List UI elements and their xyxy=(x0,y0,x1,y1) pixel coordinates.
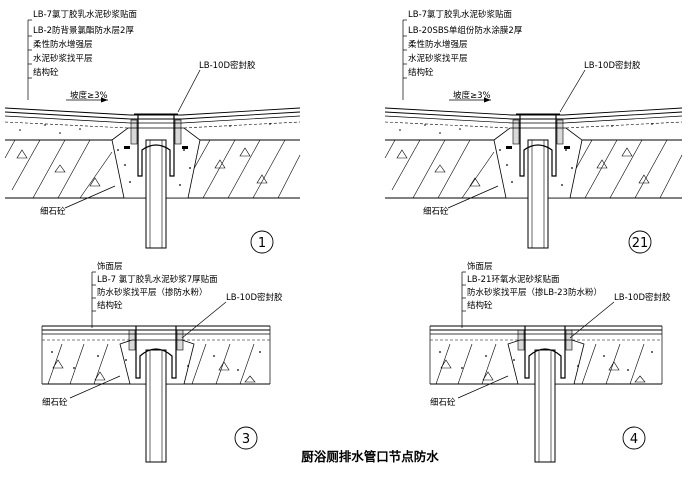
detail-4-fill-leader xyxy=(457,375,509,399)
detail-21-layer-1: LB-7氯丁胶乳水泥砂浆贴面 xyxy=(408,9,513,20)
detail-1-slope-label: 坡度≥3% xyxy=(70,90,108,101)
detail-21-number-circle xyxy=(628,230,652,254)
detail-21-layer-5: 结构砼 xyxy=(408,67,434,78)
detail-21-fill-leader xyxy=(447,185,499,209)
detail-4-layer-1: 饰面层 xyxy=(467,261,493,272)
detail-1-number-circle xyxy=(250,230,274,254)
detail-21-number: 21 xyxy=(632,236,649,251)
detail-21-fill-label: 细石砼 xyxy=(423,206,449,217)
detail-4-fill-label: 细石砼 xyxy=(430,397,456,408)
detail-3-sealant-label: LB-10D密封胶 xyxy=(226,292,283,303)
detail-4-layer-3: 防水砂浆找平层（掺LB-23防水粉） xyxy=(467,287,602,298)
detail-1: LB-7氯丁胶乳水泥砂浆贴面 LB-2防背景氯酯防水层2厚 柔性防水增强层 水泥… xyxy=(4,9,301,254)
detail-4-sealant-label: LB-10D密封胶 xyxy=(614,292,671,303)
detail-3-number-circle xyxy=(234,426,258,450)
detail-1-leader-lines xyxy=(27,19,201,113)
detail-21-sealant-label: LB-10D密封胶 xyxy=(584,60,641,71)
drawing-title: 厨浴厕排水管口节点防水 xyxy=(301,449,439,464)
detail-1-section xyxy=(4,107,301,249)
detail-1-layer-3: 柔性防水增强层 xyxy=(33,39,93,50)
detail-3-layer-3: 防水砂浆找平层（掺防水粉） xyxy=(97,287,208,298)
detail-21-leader-lines xyxy=(402,19,586,113)
detail-4-layer-2: LB-21环氧水泥砂浆贴面 xyxy=(467,274,560,285)
detail-3-fill-leader xyxy=(69,375,121,399)
detail-1-layer-5: 结构砼 xyxy=(33,67,59,78)
detail-1-fill-leader xyxy=(64,185,116,209)
detail-21-section xyxy=(384,107,683,249)
detail-3-section xyxy=(41,325,271,463)
detail-21-layer-3: 柔性防水增强层 xyxy=(408,39,468,50)
detail-3-fill-label: 细石砼 xyxy=(42,397,68,408)
detail-3-leader-lines xyxy=(91,271,227,339)
detail-1-number: 1 xyxy=(258,236,266,251)
detail-21-slope-arrowhead xyxy=(484,97,491,103)
detail-21: LB-7氯丁胶乳水泥砂浆贴面 LB-20SBS单组份防水涂膜2厚 柔性防水增强层… xyxy=(384,9,683,254)
detail-3-layer-2: LB-7 氯丁胶乳水泥砂浆7厚贴面 xyxy=(97,274,218,285)
detail-4: 饰面层 LB-21环氧水泥砂浆贴面 防水砂浆找平层（掺LB-23防水粉） 结构砼… xyxy=(429,261,671,463)
detail-3: 饰面层 LB-7 氯丁胶乳水泥砂浆7厚贴面 防水砂浆找平层（掺防水粉） 结构砼 … xyxy=(41,261,283,463)
detail-4-section xyxy=(429,325,663,463)
detail-21-layer-2: LB-20SBS单组份防水涂膜2厚 xyxy=(408,25,523,36)
detail-4-number-circle xyxy=(622,426,646,450)
detail-21-layer-4: 水泥砂浆找平层 xyxy=(408,53,468,64)
detail-4-leader-lines xyxy=(461,271,615,339)
detail-3-layer-4: 结构砼 xyxy=(97,300,123,311)
detail-21-slope-label: 坡度≥3% xyxy=(453,90,491,101)
detail-1-layer-4: 水泥砂浆找平层 xyxy=(33,53,93,64)
detail-4-layer-4: 结构砼 xyxy=(467,300,493,311)
detail-4-number: 4 xyxy=(630,432,638,447)
detail-1-layer-1: LB-7氯丁胶乳水泥砂浆贴面 xyxy=(33,9,138,20)
detail-1-sealant-label: LB-10D密封胶 xyxy=(199,60,256,71)
detail-1-slope-arrowhead xyxy=(101,97,108,103)
detail-1-layer-2: LB-2防背景氯酯防水层2厚 xyxy=(33,25,134,36)
detail-3-number: 3 xyxy=(242,432,250,447)
detail-3-layer-1: 饰面层 xyxy=(97,261,123,272)
detail-1-fill-label: 细石砼 xyxy=(40,206,66,217)
